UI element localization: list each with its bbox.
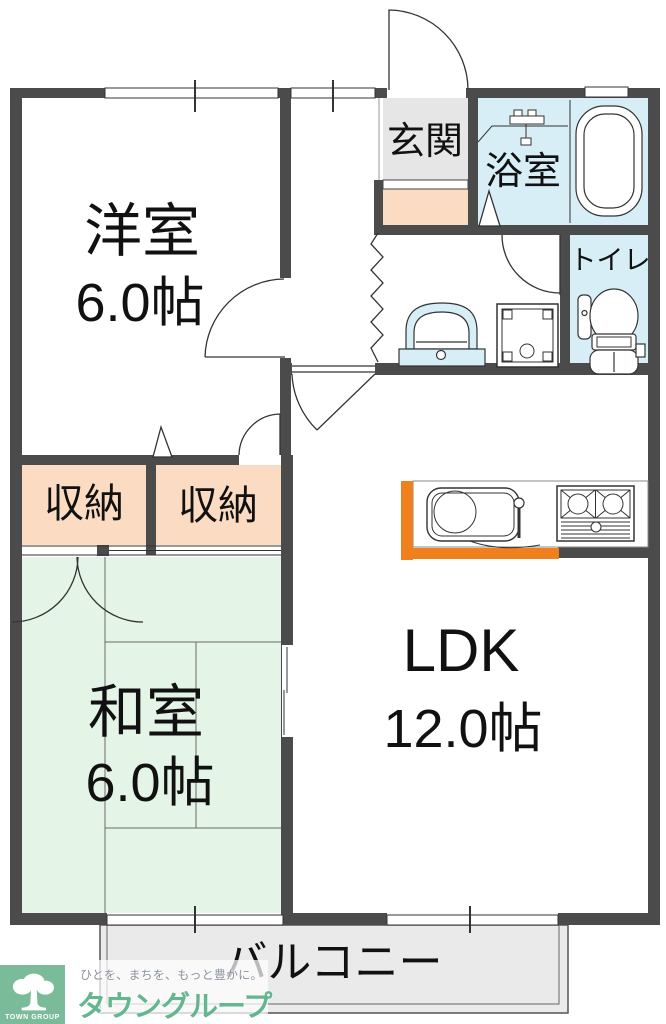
closet-left-label: 収納 — [44, 482, 124, 526]
shower-icon — [509, 109, 545, 146]
closet-right-floor — [156, 465, 281, 545]
window-yoshitsu-top — [104, 87, 279, 99]
washing-machine-pan-icon — [496, 303, 559, 368]
stove-icon — [556, 485, 635, 542]
brand-name: タウングループ — [77, 991, 272, 1023]
washroom-zigzag-opening — [370, 232, 384, 363]
genkan-floor — [383, 98, 468, 182]
washitsu-floor — [22, 557, 281, 913]
bathtub-icon — [575, 105, 643, 217]
closet-sliding-band — [22, 545, 281, 556]
front-door — [388, 9, 469, 90]
room-fills — [22, 98, 648, 913]
bathroom-fixtures — [477, 100, 643, 223]
yoshitsu-door — [204, 278, 285, 358]
sliding-door-washitsu-ldk — [283, 647, 288, 735]
toilet-icon — [577, 288, 646, 375]
bathroom-door — [501, 234, 561, 295]
town-group-logo: TOWN GROUP — [0, 965, 65, 1024]
bathroom-label: 浴室 — [484, 151, 562, 193]
doors — [11, 9, 561, 623]
closet-double-doors — [11, 556, 144, 623]
tree-icon — [12, 973, 54, 1011]
tatami-lines — [104, 557, 281, 913]
closet-left-floor — [22, 465, 146, 545]
kitchen — [401, 480, 649, 560]
washroom-ldk-door — [291, 365, 376, 431]
door-marker-triangle-closet — [152, 424, 173, 458]
genkan-step-line — [382, 179, 469, 190]
kitchen-counter-edge-h — [401, 548, 559, 559]
genkan-step-floor — [383, 188, 468, 225]
washitsu-size-label: 6.0帖 — [85, 753, 215, 813]
washbasin-icon — [398, 302, 486, 367]
bath-counter-edge — [477, 125, 568, 143]
brand-backdrop — [72, 960, 268, 1024]
ldk-size-label: 12.0帖 — [383, 699, 543, 759]
window-ldk-bottom — [386, 914, 559, 926]
closet-right-label: 収納 — [178, 484, 258, 528]
kitchen-counter-edge-v — [401, 481, 413, 560]
ldk-label: LDK — [402, 617, 520, 684]
windows — [104, 80, 629, 933]
genkan-label: 玄関 — [386, 121, 464, 163]
brand-tagline: ひとを、まちを、もっと豊かに。 — [80, 968, 263, 982]
door-marker-triangle-bath — [478, 188, 501, 227]
window-bathroom-top — [584, 86, 629, 98]
yoshitsu-size-label: 6.0帖 — [75, 273, 205, 333]
toilet-label: トイレ — [569, 245, 651, 276]
closet-right-door — [238, 413, 281, 456]
kitchen-sink-icon — [426, 487, 541, 549]
logo-text: TOWN GROUP — [5, 1014, 60, 1021]
yoshitsu-label: 洋室 — [83, 199, 201, 264]
washitsu-label: 和室 — [87, 680, 205, 745]
